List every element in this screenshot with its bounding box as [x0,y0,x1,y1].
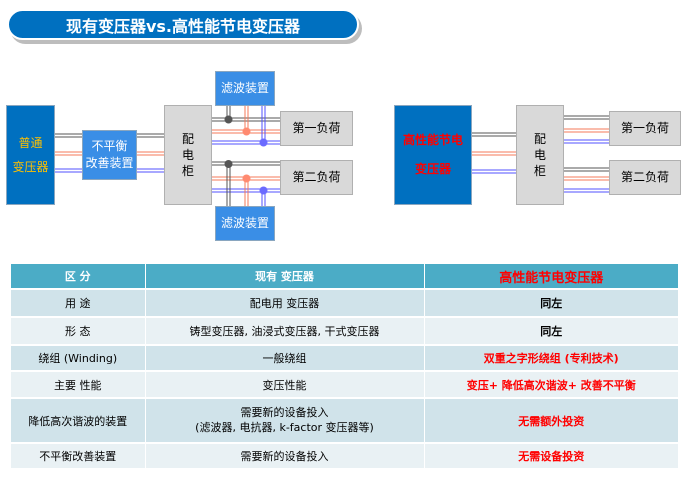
cell: 绕组 (Winding) [11,345,146,372]
label: 普通 [18,136,43,150]
filter-device-top: 滤波装置 [215,71,275,106]
junction-dot [259,186,268,195]
label: 配 [533,131,546,146]
label: 高性能节电 [402,133,463,148]
table-row: 主要 性能 变压性能 变压+ 降低高次谐波+ 改善不平衡 [11,371,679,399]
junction-dot [242,127,251,136]
load-1-right: 第一负荷 [609,111,681,146]
cell: 需要新的设备投入 [145,443,425,470]
cell: 不平衡改善装置 [11,443,146,470]
cell: 无需设备投资 [424,443,679,470]
header-high-efficiency: 高性能节电变压器 [424,264,679,290]
table-row: 用 途 配电用 变压器 同左 [11,289,679,318]
table-row: 形 态 铸型变压器, 油浸式变压器, 干式变压器 同左 [11,317,679,346]
table-row: 不平衡改善装置 需要新的设备投入 无需设备投资 [11,443,679,470]
cell: 主要 性能 [11,371,146,399]
high-efficiency-transformer: 高性能节电 变压器 [394,105,472,205]
cell: 无需额外投资 [424,398,679,444]
label: 变压器 [12,160,49,174]
label: 电 [181,147,194,162]
cell: 需要新的设备投入 (滤波器, 电抗器, k-factor 变压器等) [145,398,425,444]
wire-red [54,151,164,156]
cell: 铸型变压器, 油浸式变压器, 干式变压器 [145,317,425,346]
label: 不平衡 [91,139,128,154]
wire-gray [54,133,164,138]
filter-device-bottom: 滤波装置 [215,206,275,241]
table-row: 降低高次谐波的装置 需要新的设备投入 (滤波器, 电抗器, k-factor 变… [11,398,679,444]
label: 柜 [181,164,194,179]
load-1: 第一负荷 [280,111,353,146]
junction-dot [259,138,268,147]
label: 电 [533,147,546,162]
distribution-cabinet: 配 电 柜 [164,105,212,205]
junction-dot [242,174,251,183]
label: 配 [181,131,194,146]
cell: 同左 [424,317,679,346]
page-title: 现有变压器vs.高性能节电变压器 [7,9,359,40]
label: 改善装置 [85,156,134,170]
junction-dot [224,115,233,124]
header-category: 区 分 [11,264,146,290]
cell: 双重之字形绕组 (专利技术) [424,345,679,372]
cell: 变压+ 降低高次谐波+ 改善不平衡 [424,371,679,399]
table-row: 绕组 (Winding) 一般绕组 双重之字形绕组 (专利技术) [11,345,679,372]
table-header: 区 分 现有 变压器 高性能节电变压器 [11,264,679,290]
wiring-lines [54,105,609,206]
label: 柜 [533,164,546,179]
junction-dot [224,160,233,168]
cell: 变压性能 [145,371,425,399]
cell: 一般绕组 [145,345,425,372]
cell: 配电用 变压器 [145,289,425,318]
cell: 形 态 [11,317,146,346]
load-2: 第二负荷 [280,160,353,195]
wire-blue [54,168,164,173]
header-existing: 现有 变压器 [145,264,425,290]
distribution-cabinet-right: 配 电 柜 [516,105,564,205]
unbalance-improvement-device: 不平衡 改善装置 [82,130,137,180]
cell: 同左 [424,289,679,318]
comparison-table: 区 分 现有 变压器 高性能节电变压器 用 途 配电用 变压器 同左 形 态 铸… [11,264,679,470]
conventional-transformer: 普通 变压器 [6,105,55,205]
cell: 降低高次谐波的装置 [11,398,146,444]
load-2-right: 第二负荷 [609,160,681,195]
cell: 用 途 [11,289,146,318]
label: 变压器 [414,162,451,176]
